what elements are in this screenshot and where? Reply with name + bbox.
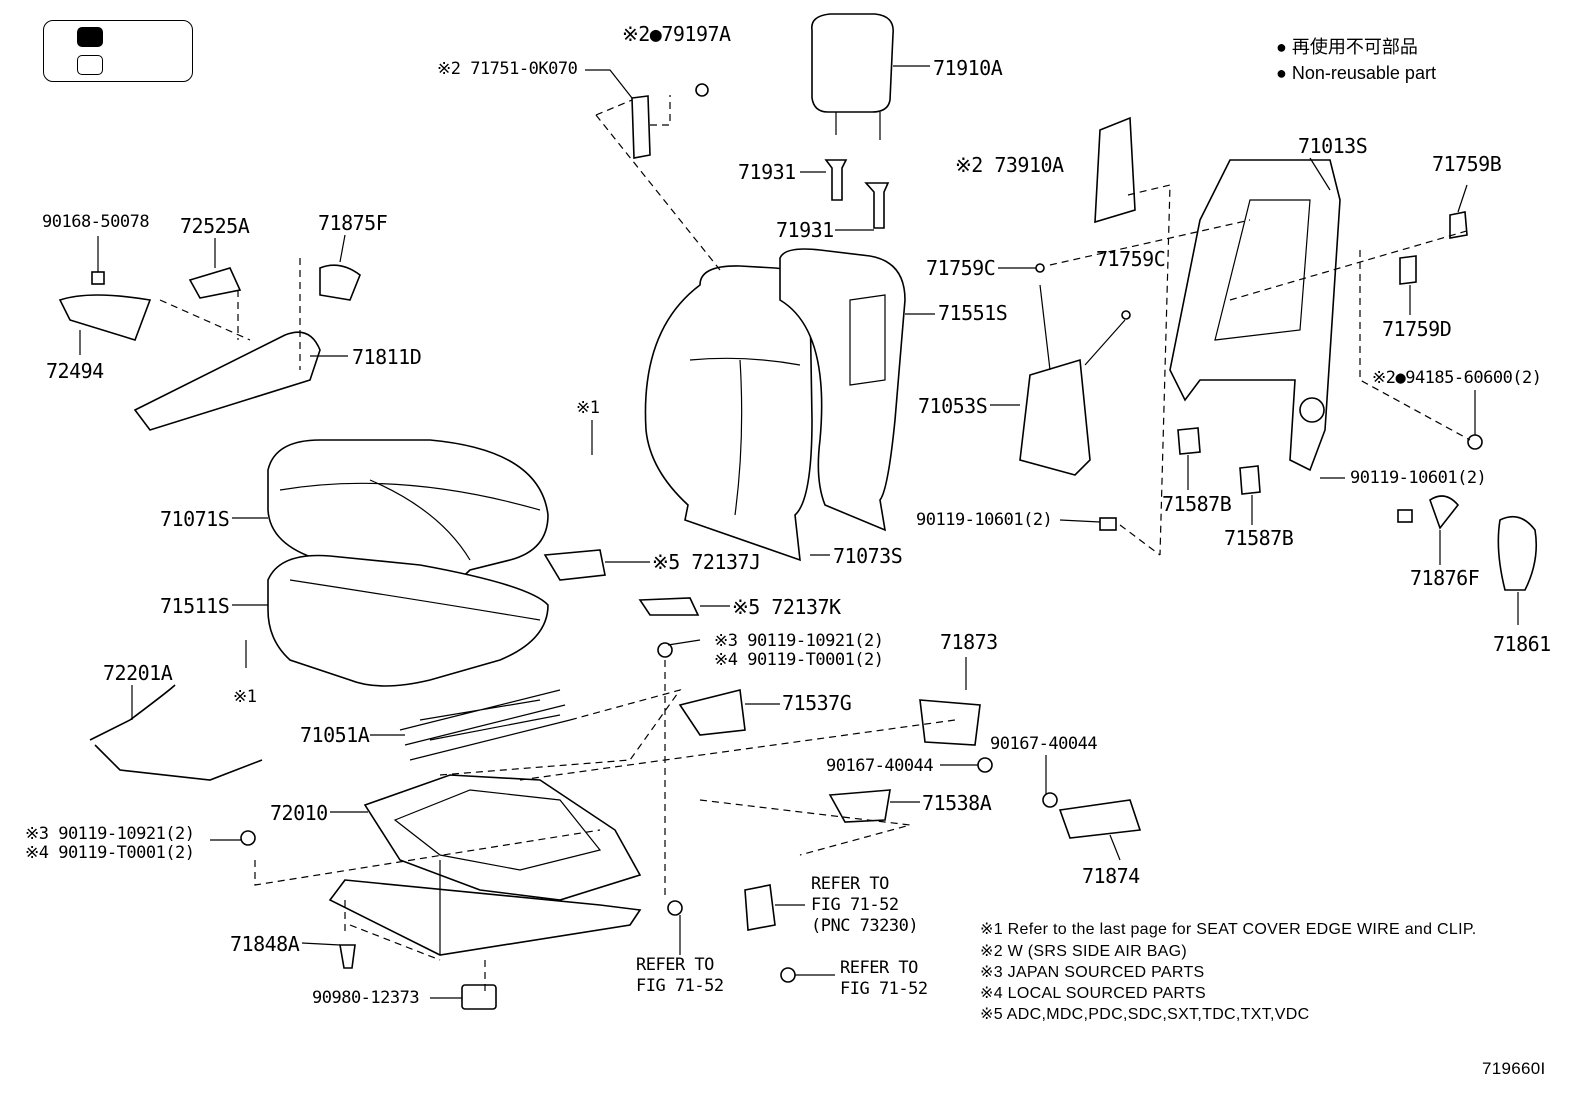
reference-dash-lines — [159, 95, 1471, 995]
legend-en: ● Non-reusable part — [1276, 63, 1436, 83]
seat-cushion-drawing — [267, 439, 549, 594]
refer-to-label-2: REFER TO — [636, 955, 714, 975]
part-label-71053s: 71053S — [918, 394, 988, 418]
legend-jp: ● 再使用不可部品 — [1276, 37, 1418, 57]
note-mark-1-cushion: ※1 — [233, 687, 257, 707]
seatback-cover-drawing — [779, 248, 906, 532]
part-label-90119-t0001-center: ※4 90119-T0001(2) — [714, 650, 884, 670]
seatback-front-drawing — [644, 265, 813, 562]
refer-fig-label-2: FIG 71-52 — [636, 976, 724, 996]
part-label-72201a: 72201A — [103, 661, 173, 685]
part-label-71538a: 71538A — [922, 791, 992, 815]
part-label-79197a: ※2●79197A — [622, 22, 731, 46]
footnote-4: ※4 LOCAL SOURCED PARTS — [980, 985, 1206, 1002]
part-label-90167-40044-left: 90167-40044 — [826, 756, 934, 776]
part-label-90119-t0001-left: ※4 90119-T0001(2) — [25, 843, 195, 863]
footnote-5: ※5 ADC,MDC,PDC,SDC,SXT,TDC,TXT,VDC — [980, 1006, 1310, 1023]
refer-fig-label-3: FIG 71-52 — [840, 979, 928, 999]
note-mark-1-seatback: ※1 — [576, 398, 600, 418]
part-label-71811d: 71811D — [352, 345, 422, 369]
headrest-support-drawing — [824, 159, 890, 229]
part-label-71876f: 71876F — [1410, 566, 1480, 590]
part-label-72137j: ※5 72137J — [652, 550, 761, 574]
part-label-71537g: 71537G — [782, 691, 852, 715]
refer-fig-label-1: FIG 71-52 — [811, 895, 899, 915]
part-label-71751-0k070: ※2 71751-0K070 — [437, 59, 578, 79]
part-label-90119-10921-center: ※3 90119-10921(2) — [714, 631, 884, 651]
part-label-72010: 72010 — [270, 801, 328, 825]
part-label-71587b-lower: 71587B — [1224, 526, 1294, 550]
part-label-71551s: 71551S — [938, 301, 1008, 325]
part-label-71910a: 71910A — [933, 56, 1003, 80]
part-label-71073s: 71073S — [833, 544, 903, 568]
refer-to-label-3: REFER TO — [840, 958, 918, 978]
part-label-71875f: 71875F — [318, 211, 388, 235]
part-label-71759b: 71759B — [1432, 152, 1502, 176]
part-label-71759c-right: 71759C — [1096, 247, 1166, 271]
footnote-1: ※1 Refer to the last page for SEAT COVER… — [980, 921, 1477, 938]
leader-lines — [79, 65, 1519, 999]
seat-frame-drawing — [328, 774, 642, 956]
part-label-90980-12373: 90980-12373 — [312, 988, 420, 1008]
part-label-71861: 71861 — [1493, 632, 1551, 656]
footnote-2: ※2 W (SRS SIDE AIR BAG) — [980, 943, 1188, 960]
part-label-94185-60600: ※2●94185-60600(2) — [1372, 368, 1542, 388]
seat-spring-drawing — [399, 689, 571, 761]
figure-id: 719660I — [1482, 1059, 1546, 1078]
footnote-3: ※3 JAPAN SOURCED PARTS — [980, 964, 1205, 981]
part-label-90119-10601-right: 90119-10601(2) — [1350, 468, 1487, 488]
refer-pnc-label-1: (PNC 73230) — [811, 916, 919, 936]
part-label-90119-10601-center: 90119-10601(2) — [916, 510, 1053, 530]
part-label-71873: 71873 — [940, 630, 998, 654]
part-label-90167-40044-right: 90167-40044 — [990, 734, 1098, 754]
headrest-drawing — [811, 13, 894, 140]
part-label-90119-10921-left: ※3 90119-10921(2) — [25, 824, 195, 844]
misc-small-parts-drawing — [58, 83, 1538, 1010]
part-label-72137k: ※5 72137K — [732, 595, 841, 619]
part-label-73910a: ※2 73910A — [955, 153, 1064, 177]
part-label-71051a: 71051A — [300, 723, 370, 747]
lumbar-support-drawing — [1019, 284, 1126, 476]
seat-cushion-cover-drawing — [267, 554, 549, 687]
part-label-71013s: 71013S — [1298, 134, 1368, 158]
seatback-frame-drawing — [1169, 159, 1341, 472]
part-label-71931-upper: 71931 — [738, 160, 796, 184]
outline-key-swatch — [77, 55, 103, 75]
part-label-71848a: 71848A — [230, 932, 300, 956]
part-label-71587b-upper: 71587B — [1162, 492, 1232, 516]
part-label-71874: 71874 — [1082, 864, 1140, 888]
part-label-71931-lower: 71931 — [776, 218, 834, 242]
filled-key-swatch — [77, 27, 103, 47]
part-label-71759d: 71759D — [1382, 317, 1452, 341]
part-label-71759c-left: 71759C — [926, 256, 996, 280]
part-label-72494: 72494 — [46, 359, 104, 383]
part-label-71071s: 71071S — [160, 507, 230, 531]
refer-to-label-1: REFER TO — [811, 874, 889, 894]
part-label-90168-50078: 90168-50078 — [42, 212, 150, 232]
part-label-71511s: 71511S — [160, 594, 230, 618]
key-legend-box — [43, 20, 193, 82]
part-label-72525a: 72525A — [180, 214, 250, 238]
